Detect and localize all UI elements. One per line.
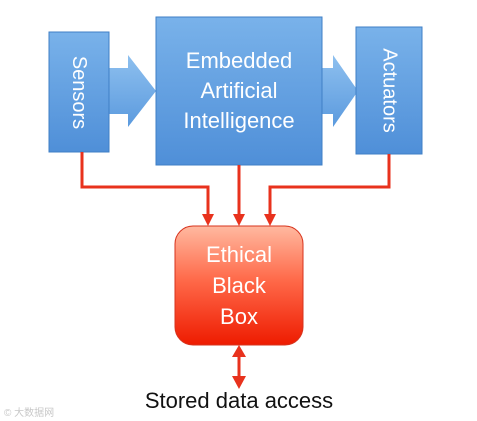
actuators-to-blackbox-line — [268, 154, 391, 216]
data-access-arrowhead-up-icon — [232, 345, 246, 357]
sensors-box — [48, 31, 110, 153]
black-box-label-line-2: Black — [212, 273, 266, 298]
black-box-label: Ethical Black Box — [175, 226, 303, 345]
ai-label-line-3: Intelligence — [183, 108, 295, 133]
actuators-arrowhead-icon — [264, 214, 276, 226]
sensors-to-ai-arrow — [108, 55, 156, 127]
watermark: © 大数据网 — [4, 408, 55, 419]
ai-to-actuators-arrow — [322, 55, 358, 127]
data-access-arrowhead-down-icon — [232, 376, 246, 389]
ethical-black-box — [174, 225, 304, 346]
stored-data-access-caption: Stored data access — [144, 388, 334, 413]
black-box-label-line-3: Box — [220, 304, 258, 329]
sensors-arrowhead-icon — [202, 214, 214, 226]
sensors-to-blackbox-line — [80, 152, 210, 216]
ai-arrowhead-icon — [233, 214, 245, 226]
ai-label: Embedded Artificial Intelligence — [156, 17, 322, 165]
sensors-label: Sensors — [68, 55, 91, 129]
sensors-label-wrapper: Sensors — [49, 32, 109, 152]
ai-box — [155, 16, 323, 166]
black-box-label-line-1: Ethical — [205, 242, 273, 267]
ai-label-line-2: Artificial — [200, 78, 278, 103]
actuators-box — [355, 26, 423, 155]
actuators-label: Actuators — [378, 48, 401, 133]
ai-label-line-1: Embedded — [185, 48, 293, 73]
actuators-label-wrapper: Actuators — [356, 27, 422, 154]
